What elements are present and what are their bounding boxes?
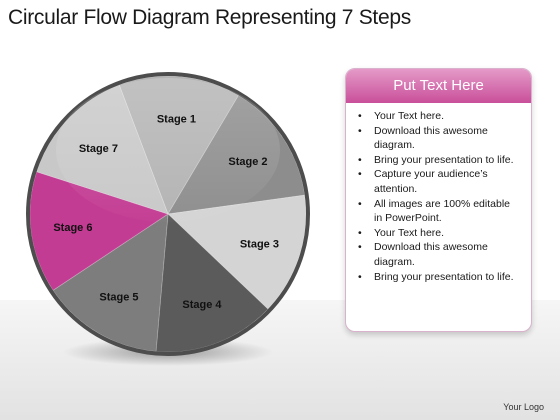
stage-5-wedge <box>52 213 169 352</box>
stage-6-wedge <box>29 171 169 291</box>
bullet-list: Your Text here. Download this awesome di… <box>346 103 531 284</box>
stage-1-label: Stage 1 <box>157 113 196 125</box>
bullet-item: Capture your audience’s attention. <box>356 167 521 196</box>
text-panel: Put Text Here Your Text here. Download t… <box>345 68 532 332</box>
diagram-gloss <box>56 78 280 222</box>
bullet-item: Download this awesome diagram. <box>356 124 521 153</box>
stage-4-label: Stage 4 <box>182 299 222 311</box>
bullet-item: Your Text here. <box>356 226 521 241</box>
stage-3-label: Stage 3 <box>240 238 279 250</box>
bullet-item: All images are 100% editable in PowerPoi… <box>356 197 521 226</box>
logo-text: Your Logo <box>503 402 544 412</box>
stage-5-label: Stage 5 <box>99 292 138 304</box>
stage-6-label: Stage 6 <box>53 222 92 234</box>
stage-3-wedge <box>167 194 307 310</box>
page-title: Circular Flow Diagram Representing 7 Ste… <box>8 6 411 29</box>
bullet-item: Download this awesome diagram. <box>356 240 521 269</box>
stage-7-label: Stage 7 <box>79 143 118 155</box>
bullet-item: Your Text here. <box>356 109 521 124</box>
diagram-rim <box>26 72 310 356</box>
bullet-item: Bring your presentation to life. <box>356 270 521 285</box>
stage-2-label: Stage 2 <box>228 156 267 168</box>
stage-4-wedge <box>155 213 269 353</box>
panel-header: Put Text Here <box>346 69 531 103</box>
bullet-item: Bring your presentation to life. <box>356 153 521 168</box>
